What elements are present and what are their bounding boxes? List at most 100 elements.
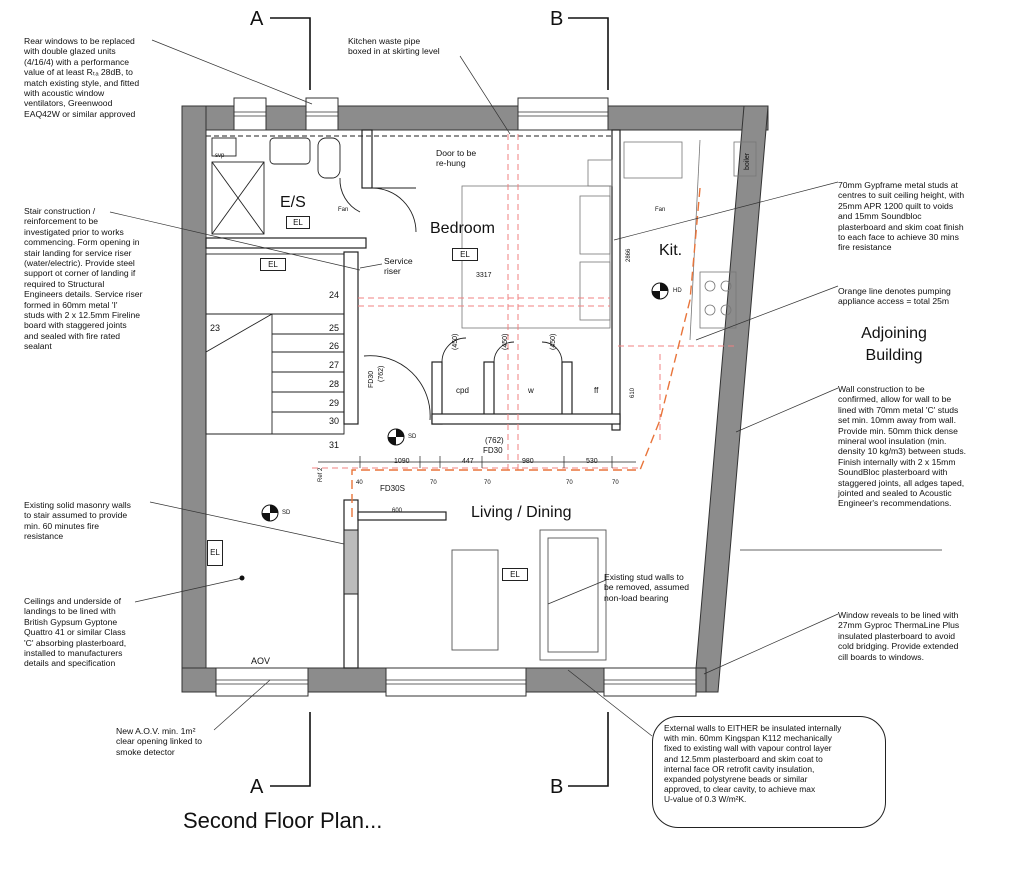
stair-number-25: 25 — [329, 323, 340, 333]
stair-number-28: 28 — [329, 379, 340, 389]
section-line-b-top — [568, 17, 609, 90]
wall-top — [181, 105, 769, 131]
partition-es — [361, 129, 373, 189]
label-hd: HD — [673, 288, 682, 294]
label-door-762: (762) — [485, 436, 504, 445]
label-fan-kitchen: Fan — [655, 207, 666, 213]
landing-wall — [357, 511, 447, 521]
label-svp: svp — [215, 153, 225, 159]
fire-access-route — [351, 187, 701, 520]
door-swing-bedroom — [371, 187, 417, 233]
note-stair-construction: Stair construction / reinforcement to be… — [24, 206, 143, 352]
emergency-light-hall: EL — [207, 540, 223, 566]
dining-table — [451, 549, 499, 651]
wall-left — [181, 105, 207, 693]
wall-right — [693, 105, 769, 693]
section-line-b-bottom — [568, 712, 609, 787]
note-orange-line: Orange line denotes pumping appliance ac… — [838, 286, 951, 307]
label-dim-530: 530 — [586, 458, 598, 465]
label-dim-610: 610 — [630, 387, 636, 398]
window-bottom-1 — [215, 667, 309, 697]
note-wall-construction: Wall construction to be confirmed, allow… — [838, 384, 967, 509]
label-boiler: boiler — [744, 152, 751, 170]
note-masonry-walls: Existing solid masonry walls to stair as… — [24, 500, 131, 542]
window-bottom-2 — [385, 667, 527, 697]
room-en-suite: E/S — [280, 194, 306, 211]
stair-enclosure — [205, 253, 345, 435]
room-living-dining: Living / Dining — [471, 504, 572, 521]
window-top-3 — [517, 97, 609, 131]
stair-number-24: 24 — [329, 290, 340, 300]
label-450-3: (450) — [550, 333, 557, 350]
label-w: w — [528, 386, 534, 395]
drawing-title: Second Floor Plan... — [183, 808, 383, 833]
label-fan-es: Fan — [338, 207, 349, 213]
label-450-1: (450) — [452, 333, 459, 350]
label-dim-3317: 3317 — [476, 272, 492, 279]
emergency-light-bedroom: EL — [452, 248, 478, 261]
smoke-detectors — [239, 282, 669, 581]
room-adjoining-building: Adjoining Building — [861, 325, 927, 364]
partition-es-bottom — [205, 237, 367, 249]
window-bottom-3 — [603, 667, 697, 697]
stair-number-29: 29 — [329, 398, 340, 408]
note-stud-walls: Existing stud walls to be removed, assum… — [604, 572, 690, 603]
label-dim-2866: 2866 — [626, 248, 632, 262]
room-kitchen: Kit. — [659, 242, 683, 259]
note-door-rehung: Door to be re-hung — [436, 148, 477, 169]
label-fd30s: FD30S — [380, 484, 405, 493]
note-kitchen-waste: Kitchen waste pipe boxed in at skirting … — [348, 36, 440, 57]
label-dim-447: 447 — [462, 458, 474, 465]
note-ceilings: Ceilings and underside of landings to be… — [24, 596, 127, 669]
svp-box — [211, 137, 237, 157]
emergency-light-es: EL — [286, 216, 310, 229]
external-walls-cloud — [652, 716, 886, 828]
label-aov: AOV — [251, 656, 271, 666]
label-sd-1: SD — [408, 434, 417, 440]
bed — [461, 185, 611, 329]
label-dim-70-2: 70 — [484, 480, 491, 486]
section-marker-b-top: B — [550, 8, 564, 30]
label-dim-70-3: 70 — [566, 480, 573, 486]
section-line-a-bottom — [270, 712, 311, 787]
window-top-2 — [305, 97, 339, 131]
note-external-walls: External walls to EITHER be insulated in… — [664, 723, 842, 805]
note-service-riser: Service riser — [384, 256, 413, 277]
wc — [317, 137, 341, 179]
basin — [269, 137, 311, 165]
label-dim-70-4: 70 — [612, 480, 619, 486]
label-dim-1090: 1090 — [394, 458, 410, 465]
label-dim-980: 980 — [522, 458, 534, 465]
section-line-a-top — [270, 17, 311, 90]
emergency-light-stair: EL — [260, 258, 286, 271]
label-762-vertical: (762) — [378, 365, 385, 382]
partition-stair — [343, 251, 359, 425]
boiler-box — [733, 141, 757, 177]
label-fd30: FD30 — [483, 446, 503, 455]
section-marker-b-bottom: B — [550, 776, 564, 798]
room-bedroom: Bedroom — [430, 220, 495, 237]
stair-number-30: 30 — [329, 416, 340, 426]
note-gypframe: 70mm Gypframe metal studs at centres to … — [838, 180, 965, 253]
label-dim-40: 40 — [356, 480, 363, 486]
stair-number-27: 27 — [329, 360, 340, 370]
hob — [699, 271, 737, 329]
sofa — [539, 529, 607, 661]
label-ff: ff — [594, 386, 599, 395]
cupboard-wall-2 — [483, 361, 495, 417]
label-sd-2: SD — [282, 510, 291, 516]
label-ref-2: Ref 2 — [318, 467, 324, 482]
note-rear-windows: Rear windows to be replaced with double … — [24, 36, 140, 119]
label-fd30-vertical: FD30 — [368, 370, 375, 388]
label-cpd: cpd — [456, 386, 469, 395]
cupboard-wall-3 — [561, 361, 573, 417]
section-marker-a-bottom: A — [250, 776, 264, 798]
door-swing-living — [363, 355, 431, 421]
shower-tray — [211, 161, 265, 235]
partition-kitchen — [611, 129, 621, 431]
stair-number-23: 23 — [210, 323, 221, 333]
riser-hatch — [343, 529, 359, 595]
kitchen-sink — [623, 141, 683, 179]
